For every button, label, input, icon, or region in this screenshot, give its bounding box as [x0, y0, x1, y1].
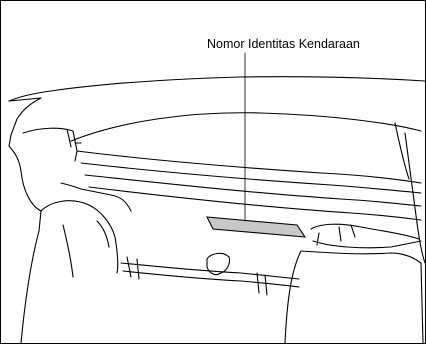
- left-component: [40, 200, 119, 278]
- hood-outline: [8, 76, 425, 136]
- vin-plate: [206, 216, 307, 238]
- hood-inner-edge: [70, 112, 422, 142]
- cowl-line-1: [76, 150, 422, 184]
- left-body-edge: [60, 182, 132, 212]
- rod-clamp-left: [126, 256, 140, 280]
- left-fender: [8, 134, 42, 343]
- cross-rod: [120, 262, 300, 288]
- right-hinge: [394, 122, 410, 180]
- right-fender: [404, 132, 425, 264]
- vin-callout-label: Nomor Identitas Kendaraan: [207, 37, 360, 51]
- cowl-line-2: [80, 162, 422, 194]
- rod-clamp-middle: [206, 252, 231, 276]
- rod-clamp-right: [256, 272, 268, 296]
- cowl-line-4: [88, 186, 422, 221]
- left-hood-hinge: [22, 127, 82, 162]
- right-lower-block: [300, 250, 424, 343]
- right-component: [284, 223, 422, 343]
- cowl-line-3: [84, 174, 422, 207]
